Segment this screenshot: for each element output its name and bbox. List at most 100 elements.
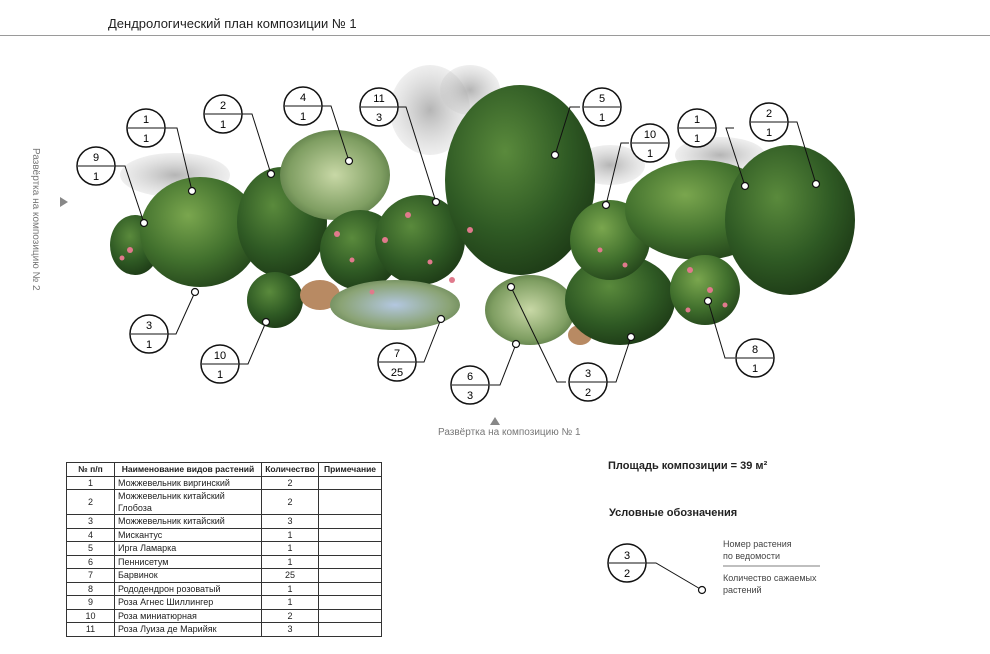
plant-marker-number: 1 — [143, 114, 149, 126]
leader-dots — [139, 150, 821, 349]
plant-marker-number: 11 — [373, 93, 384, 105]
cell-number: 3 — [66, 514, 115, 529]
cell-note — [318, 568, 382, 583]
cell-quantity: 25 — [261, 568, 319, 583]
cell-note — [318, 541, 382, 556]
plant-marker-number: 10 — [644, 129, 656, 141]
legend-title: Условные обозначения — [609, 507, 738, 519]
cell-note — [318, 475, 382, 490]
cell-name: Барвинок — [114, 568, 262, 583]
cell-number: 11 — [66, 622, 115, 637]
side-arrow-icon — [60, 197, 68, 207]
plant-marker-quantity: 1 — [694, 133, 700, 145]
plant-marker: 81 — [735, 338, 775, 378]
cell-number: 9 — [66, 595, 115, 610]
plant-marker-number: 5 — [599, 93, 605, 105]
cell-number: 7 — [66, 568, 115, 583]
composition-area: Площадь композиции = 39 м² — [608, 460, 768, 472]
plant-marker-number: 7 — [394, 348, 400, 360]
plant-canopies — [110, 85, 855, 345]
side-unfolding-label: Развёртка на композицию № 2 — [30, 148, 41, 291]
plant-marker: 91 — [76, 146, 116, 186]
cell-quantity: 3 — [261, 514, 319, 529]
cell-number: 5 — [66, 541, 115, 556]
plant-marker: 11 — [126, 108, 166, 148]
plant-marker-quantity: 3 — [376, 112, 382, 124]
cell-name: Можжевельник китайский — [114, 514, 262, 529]
cell-quantity: 1 — [261, 541, 319, 556]
cell-quantity: 1 — [261, 581, 319, 596]
legend-bottom-line2: растений — [723, 585, 762, 595]
cell-quantity: 2 — [261, 608, 319, 623]
plant-marker-number: 10 — [214, 350, 226, 362]
cell-number: 4 — [66, 527, 115, 542]
cell-quantity: 2 — [261, 475, 319, 490]
cell-note — [318, 581, 382, 596]
cell-name: Можжевельник китайский Глобоза — [114, 489, 262, 515]
flower-dots — [119, 212, 728, 313]
bottom-unfolding-label: Развёртка на композицию № 1 — [438, 427, 581, 438]
plant-marker-number: 4 — [300, 92, 306, 104]
cell-name: Можжевельник виргинский — [114, 475, 262, 490]
cell-note — [318, 595, 382, 610]
header-divider — [0, 35, 990, 36]
cell-name: Мискантус — [114, 527, 262, 542]
cell-name: Роза Агнес Шиллингер — [114, 595, 262, 610]
plant-marker: 63 — [450, 365, 490, 405]
cell-note — [318, 514, 382, 529]
legend-quantity-label: Количество сажаемых растений — [723, 572, 817, 596]
plant-marker-number: 9 — [93, 152, 99, 164]
cell-name: Ирга Ламарка — [114, 541, 262, 556]
legend-marker-top: 3 — [624, 550, 630, 562]
species-table: № п/п Наименование видов растений Количе… — [66, 462, 382, 637]
legend-bottom-line1: Количество сажаемых — [723, 573, 817, 583]
legend-top-line2: по ведомости — [723, 551, 780, 561]
plant-marker-quantity: 1 — [647, 148, 653, 160]
plant-marker: 31 — [129, 314, 169, 354]
cell-number: 1 — [66, 475, 115, 490]
plant-marker: 51 — [582, 87, 622, 127]
plant-marker-number: 2 — [766, 108, 772, 120]
cell-name: Роза Луиза де Марийяк — [114, 622, 262, 637]
cell-quantity: 1 — [261, 527, 319, 542]
plant-marker: 11 — [677, 108, 717, 148]
col-header-number: № п/п — [66, 462, 115, 477]
plant-marker-quantity: 1 — [766, 127, 772, 139]
cell-note — [318, 489, 382, 515]
legend-plant-number-label: Номер растения по ведомости — [723, 538, 792, 562]
plant-marker: 21 — [203, 94, 243, 134]
plant-marker-number: 3 — [585, 368, 591, 380]
table-header-row: № п/п Наименование видов растений Количе… — [66, 462, 382, 477]
plant-marker-quantity: 1 — [220, 119, 226, 131]
plant-marker-quantity: 2 — [585, 387, 591, 399]
plant-marker-quantity: 25 — [391, 367, 403, 379]
plant-marker-quantity: 1 — [300, 111, 306, 123]
cell-note — [318, 608, 382, 623]
cell-name: Пеннисетум — [114, 554, 262, 569]
plant-marker-number: 3 — [146, 320, 152, 332]
cell-quantity: 3 — [261, 622, 319, 637]
col-header-quantity: Количество — [261, 462, 319, 477]
plant-marker: 21 — [749, 102, 789, 142]
plant-marker-quantity: 3 — [467, 390, 473, 402]
bottom-arrow-icon — [490, 417, 500, 425]
plant-marker-quantity: 1 — [217, 369, 223, 381]
cell-note — [318, 554, 382, 569]
plant-marker-number: 8 — [752, 344, 758, 356]
plant-marker-number: 1 — [694, 114, 700, 126]
cell-number: 10 — [66, 608, 115, 623]
plant-marker: 10 1 — [630, 123, 670, 163]
legend-marker-bottom: 2 — [624, 568, 630, 580]
cell-name: Рододендрон розоватый — [114, 581, 262, 596]
legend-top-line1: Номер растения — [723, 539, 792, 549]
col-header-name: Наименование видов растений — [114, 462, 262, 477]
cell-quantity: 2 — [261, 489, 319, 515]
